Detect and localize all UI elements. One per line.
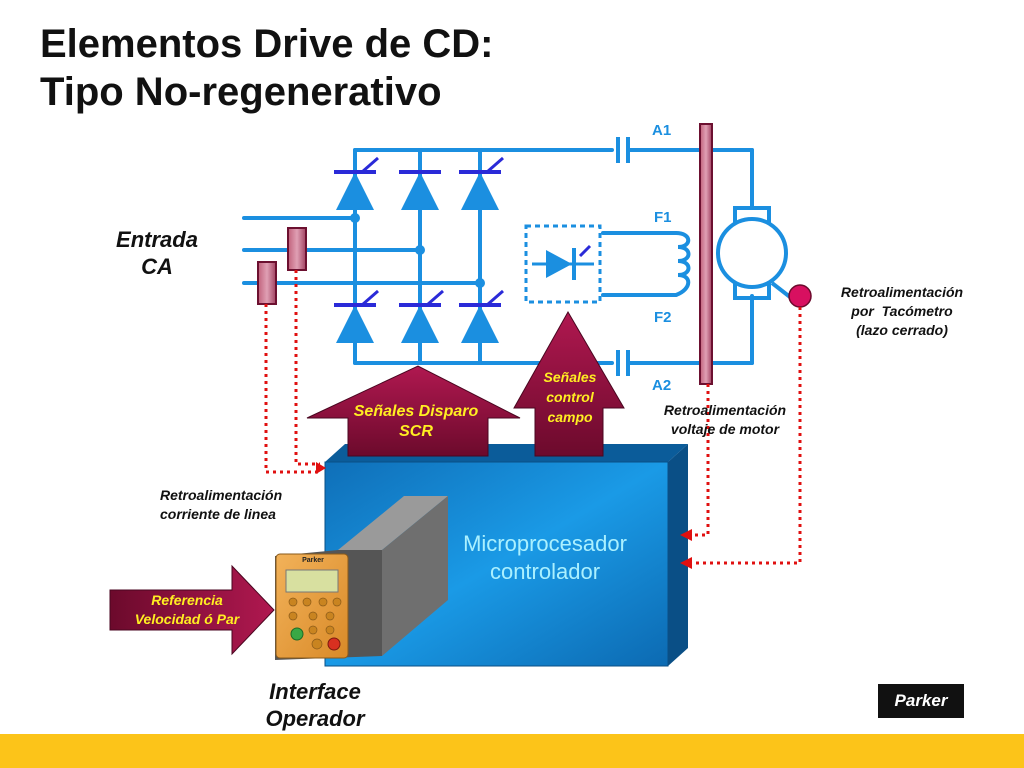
voltage-feedback-line-2: voltaje de motor [670,421,780,437]
keypad-brand: Parker [302,557,324,564]
power-wiring [242,148,754,365]
tacho-feedback-line-3: (lazo cerrado) [856,322,948,338]
microprocessor-line-1: Microprocesador [463,531,627,556]
keypad-buttons [288,597,342,635]
voltage-feedback-label: Retroalimentación voltaje de motor [642,401,808,439]
field-control-line-1: Señales [543,369,597,385]
dc-motor [716,206,792,300]
microprocessor-label: Microprocesador controlador [420,530,670,586]
title-line-2: Tipo No-regenerativo [40,70,442,114]
title-line-1: Elementos Drive de CD: [40,22,494,66]
scr-firing-line-2: SCR [399,423,433,440]
field-control-line-2: control [546,389,594,405]
operator-interface-line-1: Interface [269,679,361,704]
current-feedback-line-1: Retroalimentación [160,487,283,503]
reference-line-2: Velocidad ó Par [134,611,240,627]
scr-bridge [334,156,504,343]
reference-label: Referencia Velocidad ó Par [112,591,262,629]
ac-input-line-1: Entrada [116,227,198,252]
field-control-signal-arrow [513,310,625,457]
current-feedback-label: Retroalimentación corriente de linea [160,486,326,524]
scr-lower-1 [334,289,379,343]
scr-firing-label: Señales Disparo SCR [330,402,502,442]
ac-input-line-2: CA [141,254,173,279]
field-control-line-3: campo [547,409,593,425]
field-rectifier [524,224,602,304]
bus-capacitors [616,137,630,376]
footer-bar [0,734,1024,768]
terminal-a2: A2 [652,377,672,394]
feedback-lines [264,270,802,565]
scr-upper-3 [459,156,504,210]
scr-firing-signal-arrow [306,365,521,457]
microprocessor-line-2: controlador [489,559,601,584]
operator-interface-label: Interface Operador [240,678,390,732]
voltage-feedback-line-1: Retroalimentación [663,402,787,418]
scr-upper-1 [334,156,379,210]
current-sensor-1 [257,261,277,305]
feedback-arrowheads [316,462,692,569]
scr-lower-3 [459,289,504,343]
field-winding-coil [675,231,691,297]
current-feedback-line-2: corriente de linea [160,506,276,522]
slide-title: Elementos Drive de CD: Tipo No-regenerat… [40,20,493,116]
parker-logo: Parker [878,684,964,718]
armature-bus-bar [699,123,713,385]
scr-upper-2 [399,170,441,210]
tacho-feedback-line-1: Retroalimentación [840,284,964,300]
terminal-f1: F1 [654,209,672,226]
terminal-f2: F2 [654,309,672,326]
tacho-feedback-label: Retroalimentación por Tacómetro (lazo ce… [818,283,986,340]
reference-input-arrow [109,564,275,656]
operator-keypad-unit [275,496,448,660]
scr-lower-2 [399,289,444,343]
tachometer-icon [788,284,812,308]
terminal-a1: A1 [652,122,672,139]
operator-interface-line-2: Operador [265,706,365,731]
ac-input-label: Entrada CA [112,226,202,280]
scr-firing-line-1: Señales Disparo [353,403,479,420]
current-sensor-2 [287,227,307,271]
field-control-label: Señales control campo [530,367,610,427]
junction-dots [350,213,485,288]
reference-line-1: Referencia [151,592,223,608]
tacho-feedback-line-2: por Tacómetro [851,303,953,319]
